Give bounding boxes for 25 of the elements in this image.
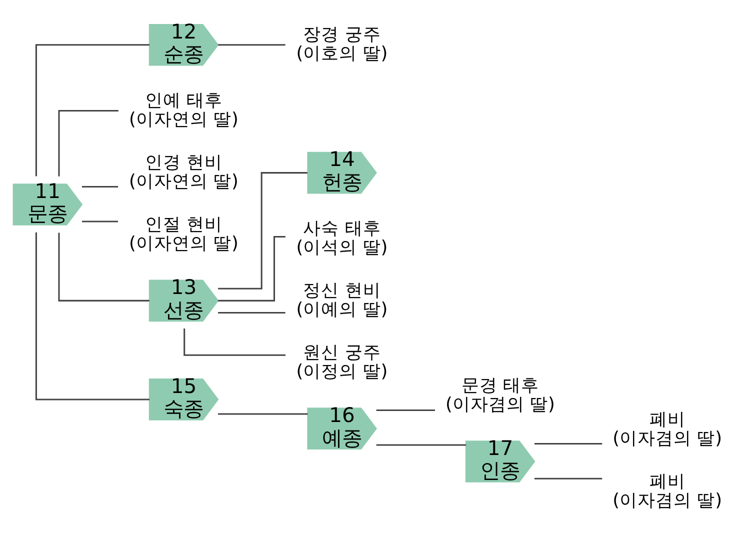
connector <box>35 232 150 400</box>
connector <box>35 44 150 176</box>
node-text: 인경 현비 (이자연의 딸) <box>128 152 238 192</box>
connector <box>58 232 150 302</box>
node-text: 정신 현비 (이예의 딸) <box>296 280 388 320</box>
node-text: 원신 궁주 (이정의 딸) <box>296 342 388 382</box>
connector <box>184 328 286 356</box>
node-text: 폐비 (이자겸의 딸) <box>612 472 722 512</box>
connector <box>218 312 286 314</box>
connector <box>218 44 286 46</box>
connector <box>82 220 118 222</box>
connector <box>376 409 436 411</box>
connector <box>82 186 118 188</box>
connector <box>534 443 602 445</box>
connector <box>218 413 308 415</box>
node-text: 사숙 태후 (이석의 딸) <box>296 218 388 258</box>
node-text: 장경 궁주 (이호의 딸) <box>296 25 388 64</box>
node-text: 인예 태후 (이자연의 딸) <box>128 90 238 130</box>
connector <box>376 444 466 446</box>
node-text: 폐비 (이자겸의 딸) <box>612 410 722 450</box>
connector <box>218 172 308 290</box>
node-text: 인절 현비 (이자연의 딸) <box>128 215 238 254</box>
connector <box>58 110 118 176</box>
node-text: 문경 태후 (이자겸의 딸) <box>446 376 555 415</box>
connector <box>534 478 602 480</box>
